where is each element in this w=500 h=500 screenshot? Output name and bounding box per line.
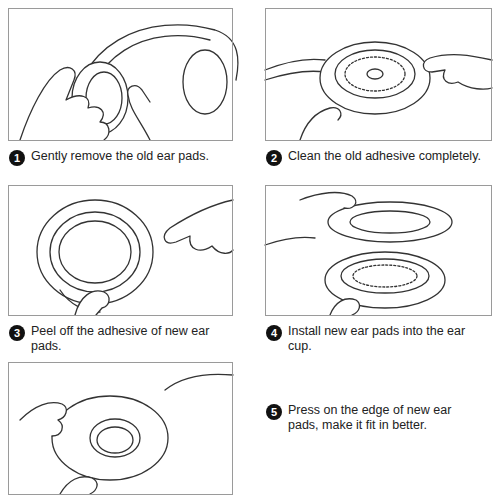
step-panel: 3Peel off the adhesive of new ear pads.	[8, 185, 233, 316]
hand	[75, 291, 109, 315]
vent-holes	[345, 57, 405, 91]
pad-opening	[59, 221, 131, 283]
driver-plate	[335, 50, 415, 98]
driver-center	[367, 69, 383, 79]
new-ear-pad	[52, 396, 168, 480]
ear-cup	[183, 50, 227, 114]
hand	[128, 86, 150, 140]
step-panel: 2Clean the old adhesive completely.	[265, 8, 492, 141]
step-caption: Install new ear pads into the ear cup.	[288, 324, 483, 354]
step-caption-row: 3 Peel off the adhesive of new ear pads.	[9, 324, 234, 354]
step-caption-row: 4 Install new ear pads into the ear cup.	[266, 324, 491, 354]
hand	[164, 200, 233, 253]
hand	[330, 299, 359, 315]
headband	[265, 237, 315, 245]
step-caption-row: 1 Gently remove the old ear pads.	[9, 149, 234, 166]
step-number: 1	[9, 150, 25, 166]
ear-cup	[320, 42, 430, 114]
driver-plate	[341, 259, 429, 293]
step-caption: Press on the edge of new ear pads, make …	[288, 403, 483, 433]
hand	[20, 68, 109, 140]
pad-opening	[90, 419, 140, 457]
step-caption-row: 2 Clean the old adhesive completely.	[266, 149, 491, 166]
headband	[165, 374, 233, 390]
driver	[97, 427, 133, 453]
step-caption-row: 5 Press on the edge of new ear pads, make…	[266, 403, 491, 433]
headband	[265, 59, 325, 70]
ear-pad	[37, 200, 153, 304]
vent-holes	[353, 265, 417, 287]
pad-opening	[350, 211, 430, 233]
step-number: 3	[9, 325, 25, 341]
step-panel: 4Install new ear pads into the ear cup.	[265, 185, 492, 316]
hand	[300, 193, 356, 209]
adhesive-ring	[50, 212, 140, 292]
step-caption: Peel off the adhesive of new ear pads.	[31, 324, 226, 354]
hand	[423, 55, 492, 89]
step-number: 2	[266, 150, 282, 166]
step-caption: Clean the old adhesive completely.	[288, 149, 483, 164]
step-number: 5	[266, 404, 282, 420]
headband	[265, 71, 325, 80]
step-panel: 1Gently remove the old ear pads.	[8, 8, 233, 141]
thumb	[60, 477, 97, 494]
hand	[300, 108, 341, 140]
hand	[20, 403, 66, 436]
step-caption: Gently remove the old ear pads.	[31, 149, 226, 164]
step-panel: 5Press on the edge of new ear pads, make…	[8, 362, 233, 495]
step-number: 4	[266, 325, 282, 341]
